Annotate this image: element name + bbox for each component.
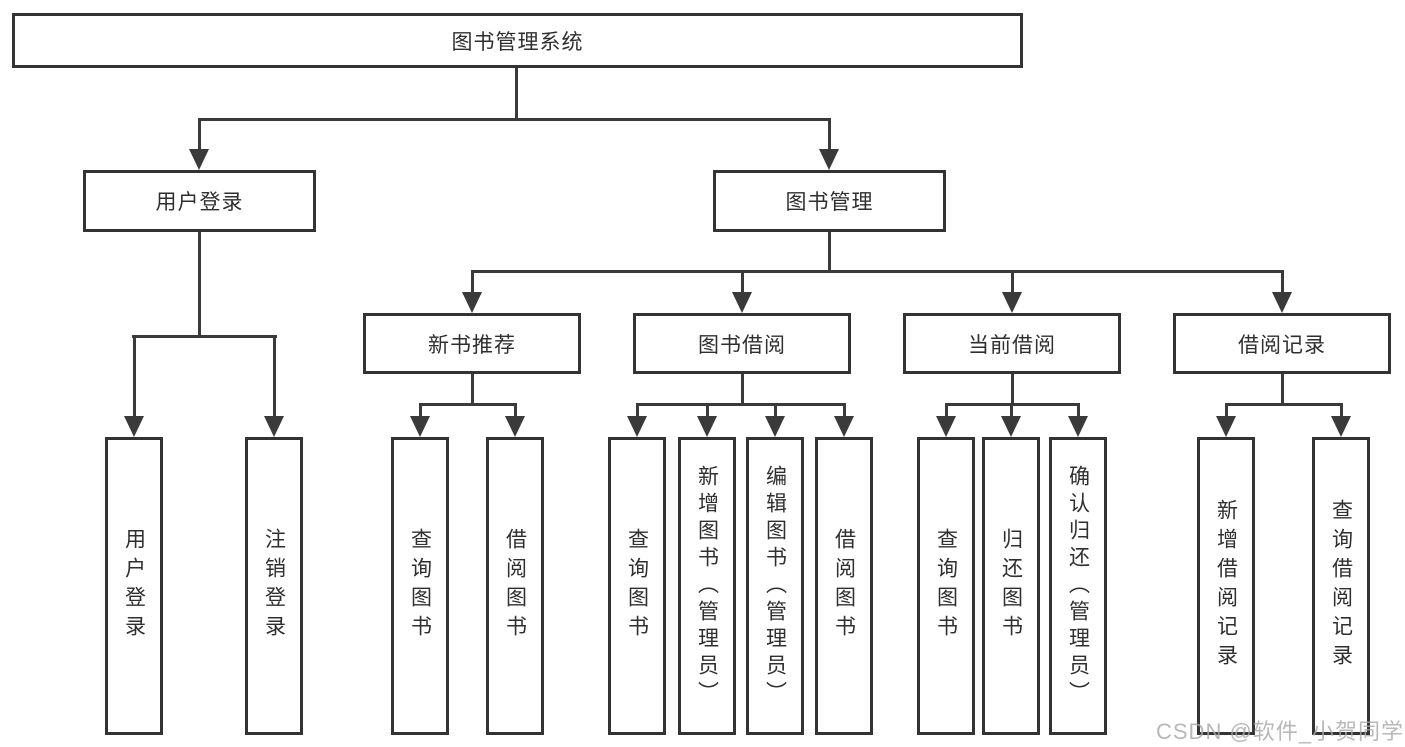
node-current-borrow: 当前借阅 (903, 313, 1121, 374)
connector-br-stem (1281, 374, 1284, 405)
connector-l3-stem-1 (471, 270, 474, 294)
arrowhead-user-login (189, 149, 209, 170)
connector-cb-c2-stem (1010, 403, 1013, 418)
node-cb-return-books: 归还图书 (982, 437, 1040, 735)
node-label: 查询图书 (625, 528, 649, 644)
arrowhead-ul-child2 (264, 416, 284, 437)
connector-l3-stem-2 (741, 270, 744, 294)
connector-nbr-c1-stem (419, 403, 422, 418)
node-book-management: 图书管理 (713, 170, 946, 232)
connector-bm-stem (828, 232, 831, 272)
connector-ul-stem (198, 232, 201, 337)
connector-bb-c4-stem (843, 403, 846, 418)
arrowhead-new-book-recommend (462, 292, 482, 313)
node-label: 借阅图书 (832, 528, 856, 644)
connector-nbr-c2-stem (514, 403, 517, 418)
connector-level2-hline (198, 118, 831, 121)
node-label: 注销登录 (262, 528, 286, 644)
node-label: 新书推荐 (428, 333, 516, 357)
connector-l3-stem-4 (1281, 270, 1284, 294)
node-label: 归还图书 (999, 528, 1023, 644)
node-book-borrow: 图书借阅 (633, 313, 851, 374)
connector-cb-c3-stem (1077, 403, 1080, 418)
node-br-query-borrow-record: 查询借阅记录 (1312, 437, 1370, 735)
arrowhead-cb-query-books (936, 416, 956, 437)
node-label: 用户登录 (122, 528, 146, 644)
connector-nbr-stem (471, 374, 474, 405)
arrowhead-book-borrow (732, 292, 752, 313)
arrowhead-cb-return-books (1001, 416, 1021, 437)
arrowhead-book-mgmt (819, 149, 839, 170)
connector-ul-child1-stem (133, 335, 136, 418)
node-label: 新增借阅记录 (1214, 499, 1238, 673)
connector-cb-stem (1011, 374, 1014, 405)
arrowhead-nbr-borrow-books (505, 416, 525, 437)
connector-bb-c2-stem (706, 403, 709, 418)
node-label: 当前借阅 (968, 333, 1056, 357)
node-label: 借阅记录 (1238, 333, 1326, 357)
node-root-library-management-system: 图书管理系统 (12, 13, 1023, 68)
arrowhead-ul-child1 (124, 416, 144, 437)
connector-ul-hline (132, 335, 277, 338)
node-cb-confirm-return-admin: 确认归还（管理员） (1049, 437, 1107, 735)
node-bb-query-books: 查询图书 (608, 437, 666, 735)
node-bb-edit-book-admin: 编辑图书（管理员） (746, 437, 804, 735)
connector-bb-stem (741, 374, 744, 405)
connector-bb-hline (636, 403, 846, 406)
node-label: 借阅图书 (503, 528, 527, 644)
arrowhead-bb-borrow-books (834, 416, 854, 437)
node-ul-logout: 注销登录 (245, 437, 303, 735)
node-cb-query-books: 查询图书 (917, 437, 975, 735)
connector-br-c2-stem (1340, 403, 1343, 418)
arrowhead-br-query-record (1331, 416, 1351, 437)
node-label: 图书借阅 (698, 333, 786, 357)
connector-root-stem (515, 68, 518, 120)
arrowhead-bb-edit-book (765, 416, 785, 437)
arrowhead-nbr-query-books (410, 416, 430, 437)
connector-bb-c3-stem (774, 403, 777, 418)
node-label: 新增图书（管理员） (695, 464, 719, 708)
connector-br-hline (1225, 403, 1343, 406)
arrowhead-bb-add-book (697, 416, 717, 437)
node-nbr-borrow-books: 借阅图书 (486, 437, 544, 735)
node-label: 查询图书 (934, 528, 958, 644)
arrowhead-bb-query-books (627, 416, 647, 437)
connector-bb-c1-stem (636, 403, 639, 418)
node-label: 图书管理系统 (451, 30, 584, 54)
connector-user-login-stem (198, 118, 201, 152)
node-new-book-recommend: 新书推荐 (363, 313, 581, 374)
connector-book-mgmt-stem (828, 118, 831, 152)
arrowhead-current-borrow (1002, 292, 1022, 313)
node-nbr-query-books: 查询图书 (391, 437, 449, 735)
node-br-add-borrow-record: 新增借阅记录 (1197, 437, 1255, 735)
node-label: 查询借阅记录 (1329, 499, 1353, 673)
node-label: 查询图书 (408, 528, 432, 644)
arrowhead-br-add-record (1216, 416, 1236, 437)
connector-l3-stem-3 (1011, 270, 1014, 294)
connector-nbr-hline (419, 403, 517, 406)
node-label: 编辑图书（管理员） (763, 464, 787, 708)
connector-level3-hline (471, 270, 1284, 273)
node-label: 用户登录 (155, 191, 244, 214)
node-user-login: 用户登录 (83, 170, 316, 232)
connector-ul-child2-stem (273, 335, 276, 418)
watermark: CSDN @软件_小贺同学 (1156, 719, 1405, 744)
node-bb-add-book-admin: 新增图书（管理员） (678, 437, 736, 735)
connector-cb-c1-stem (945, 403, 948, 418)
node-borrow-records: 借阅记录 (1173, 313, 1391, 374)
node-ul-user-login: 用户登录 (105, 437, 163, 735)
arrowhead-borrow-records (1272, 292, 1292, 313)
connector-br-c1-stem (1225, 403, 1228, 418)
node-bb-borrow-books: 借阅图书 (815, 437, 873, 735)
arrowhead-cb-confirm-return (1068, 416, 1088, 437)
node-label: 确认归还（管理员） (1066, 464, 1090, 708)
node-label: 图书管理 (785, 191, 874, 214)
